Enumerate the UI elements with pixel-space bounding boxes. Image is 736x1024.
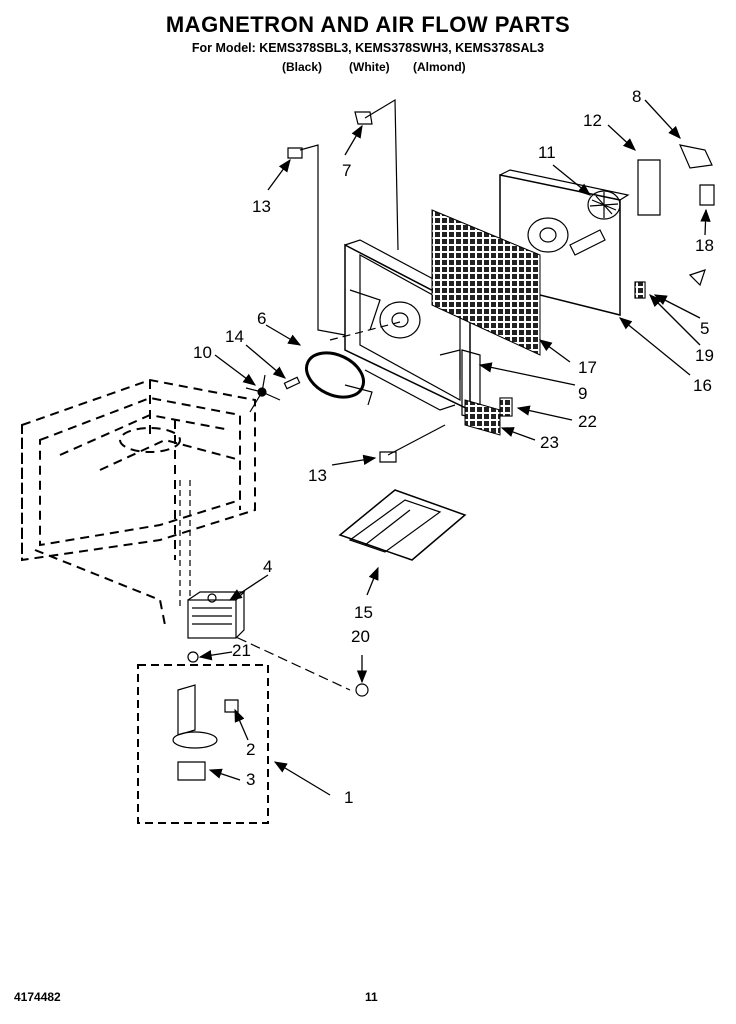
callout-13-top: 13 (252, 197, 271, 216)
callout-2: 2 (246, 740, 255, 759)
callout-15: 15 (354, 603, 373, 622)
color-white: (White) (349, 60, 390, 74)
screw-21 (187, 651, 199, 663)
callout-11: 11 (538, 143, 556, 162)
callout-16: 16 (693, 376, 712, 395)
callout-10: 10 (193, 343, 212, 362)
callout-1: 1 (344, 788, 353, 807)
callout-23: 23 (540, 433, 559, 452)
diode-assembly-box (137, 664, 269, 824)
callout-17: 17 (578, 358, 597, 377)
diode-2 (224, 699, 239, 713)
fastener-5 (688, 269, 706, 287)
document-number: 4174482 (14, 990, 61, 1004)
page-title: MAGNETRON AND AIR FLOW PARTS (165, 12, 571, 37)
callout-4: 4 (263, 557, 272, 576)
callout-22: 22 (578, 412, 597, 431)
callout-19: 19 (695, 346, 714, 365)
callout-20: 20 (351, 627, 370, 646)
screw-13-bottom (379, 451, 397, 463)
fan-blade (245, 374, 281, 413)
grease-filter-17 (431, 209, 541, 356)
magnetron (187, 590, 246, 639)
callout-6: 6 (257, 309, 266, 328)
blower-wheel (587, 190, 621, 220)
color-almond: (Almond) (413, 60, 466, 74)
color-black: (Black) (282, 60, 323, 74)
oven-cavity-outline (21, 378, 256, 626)
filter-23 (464, 399, 501, 436)
callout-18: 18 (695, 236, 714, 255)
fan-shaft (283, 376, 301, 390)
screw-7 (354, 111, 373, 125)
callout-13-bottom: 13 (308, 466, 327, 485)
model-list: For Model: KEMS378SBL3, KEMS378SWH3, KEM… (191, 41, 545, 55)
callout-7: 7 (342, 161, 351, 180)
callout-3: 3 (246, 770, 255, 789)
diode-bracket (177, 684, 196, 736)
callout-12: 12 (583, 111, 602, 130)
motor-bracket (637, 159, 661, 216)
callout-5: 5 (700, 319, 709, 338)
fuse-3 (177, 761, 206, 781)
screw-13-top (287, 147, 303, 159)
thermal-cutoff (678, 144, 713, 169)
callout-8: 8 (632, 87, 641, 106)
callout-14: 14 (225, 327, 244, 346)
cover-plate (338, 489, 467, 561)
drive-belt (305, 351, 365, 399)
callout-21: 21 (232, 641, 251, 660)
callout-9: 9 (578, 384, 587, 403)
screw-20 (355, 683, 369, 697)
clip (699, 184, 715, 206)
page-number: 11 (365, 990, 378, 1004)
